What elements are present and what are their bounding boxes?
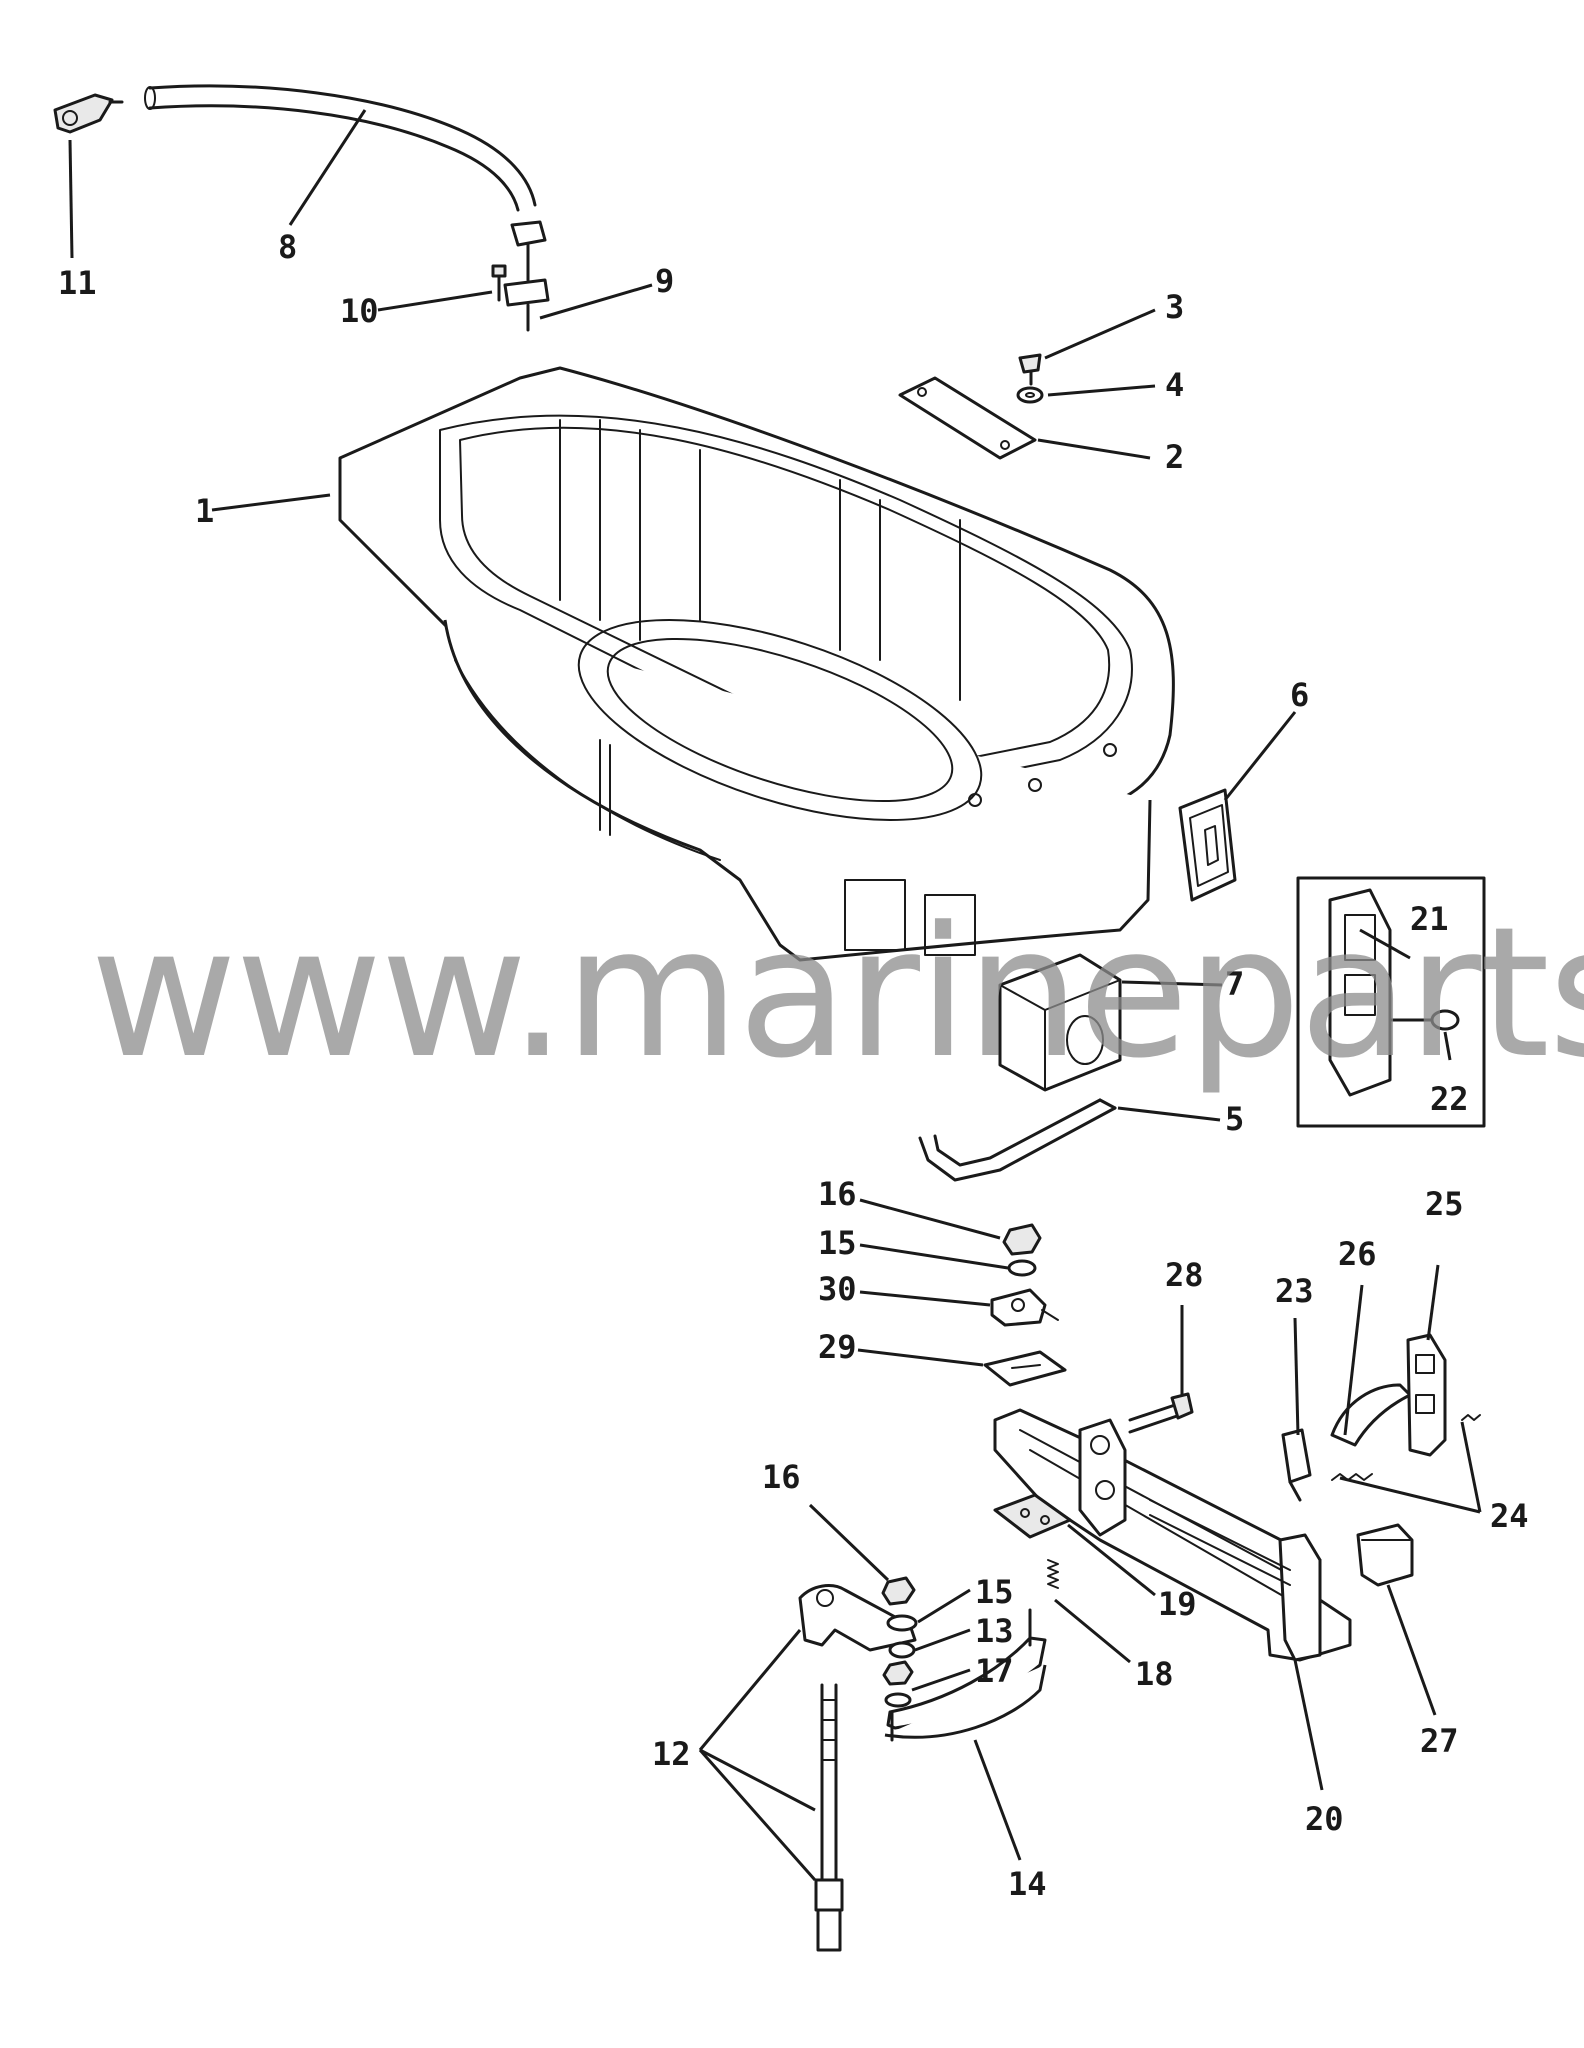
part-20-tilt-bracket (993, 1408, 1352, 1662)
part-8-hose (144, 84, 537, 212)
part-24-springs (1331, 1414, 1481, 1481)
part-2-cover-plate (898, 376, 1037, 460)
callout-6: 6 (1290, 676, 1309, 714)
callout-17: 17 (975, 1652, 1014, 1690)
callout-21: 21 (1410, 900, 1449, 938)
part-3-screw (1018, 353, 1042, 386)
part-7-seal-block (998, 953, 1122, 1092)
callout-24: 24 (1490, 1497, 1529, 1535)
callout-5: 5 (1225, 1100, 1244, 1138)
part-16-nut-lower (881, 1576, 916, 1606)
part-12-rod (814, 1683, 844, 1952)
inset-box-21-22 (1296, 876, 1486, 1128)
part-5-rod (918, 1098, 1117, 1182)
part-9-connector (503, 220, 550, 332)
callout-8: 8 (278, 228, 297, 266)
part-25-plate (1406, 1333, 1447, 1457)
part-28-bolt (1128, 1392, 1194, 1434)
part-18-spring (1047, 1559, 1059, 1589)
callout-14: 14 (1008, 1865, 1047, 1903)
callout-23: 23 (1275, 1272, 1314, 1310)
callout-7: 7 (1225, 965, 1244, 1003)
callout-25: 25 (1425, 1185, 1464, 1223)
part-29-plate (983, 1350, 1067, 1387)
part-10-screw (491, 264, 507, 302)
callout-22: 22 (1430, 1080, 1469, 1118)
callout-12: 12 (652, 1735, 691, 1773)
callout-28: 28 (1165, 1256, 1204, 1294)
part-19-clip (993, 1493, 1072, 1539)
callout-11: 11 (58, 264, 97, 302)
callout-2: 2 (1165, 438, 1184, 476)
part-26-lever (1330, 1383, 1412, 1447)
callout-9: 9 (655, 262, 674, 300)
part-11-fitting (53, 93, 124, 134)
part-15-washer-lower (886, 1614, 918, 1632)
callout-19: 19 (1158, 1585, 1197, 1623)
callout-labels: 11 8 9 10 1 3 4 2 6 7 5 21 22 16 15 30 2… (58, 228, 1529, 1903)
part-6-grommet (1178, 788, 1237, 902)
part-23-latch (1281, 1428, 1312, 1502)
leader-lines (68, 109, 1482, 1881)
part-1-bottom-cowl (338, 366, 1175, 962)
callout-13: 13 (975, 1612, 1014, 1650)
part-14-link (884, 1608, 1047, 1742)
callout-3: 3 (1165, 288, 1184, 326)
part-13-washer (888, 1641, 916, 1659)
part-12-arm (798, 1584, 917, 1652)
callout-18: 18 (1135, 1655, 1174, 1693)
callout-10: 10 (340, 292, 379, 330)
callout-20: 20 (1305, 1800, 1344, 1838)
callout-16-upper: 16 (818, 1175, 857, 1213)
part-16-nut-upper (1002, 1223, 1042, 1256)
callout-4: 4 (1165, 366, 1184, 404)
callout-30: 30 (818, 1270, 857, 1308)
watermark: www.marineparts.eu (90, 889, 1584, 1098)
part-30-bracket (990, 1288, 1059, 1327)
callout-15-upper: 15 (818, 1224, 857, 1262)
callout-26: 26 (1338, 1235, 1377, 1273)
part-27-cap (1356, 1523, 1414, 1587)
callout-27: 27 (1420, 1722, 1459, 1760)
part-15-washer-upper (1007, 1259, 1037, 1277)
part-4-washer (1016, 386, 1044, 404)
part-17-nut (882, 1660, 914, 1708)
callout-29: 29 (818, 1328, 857, 1366)
callout-15-lower: 15 (975, 1573, 1014, 1611)
callout-16-lower: 16 (762, 1458, 801, 1496)
callout-1: 1 (195, 492, 214, 530)
